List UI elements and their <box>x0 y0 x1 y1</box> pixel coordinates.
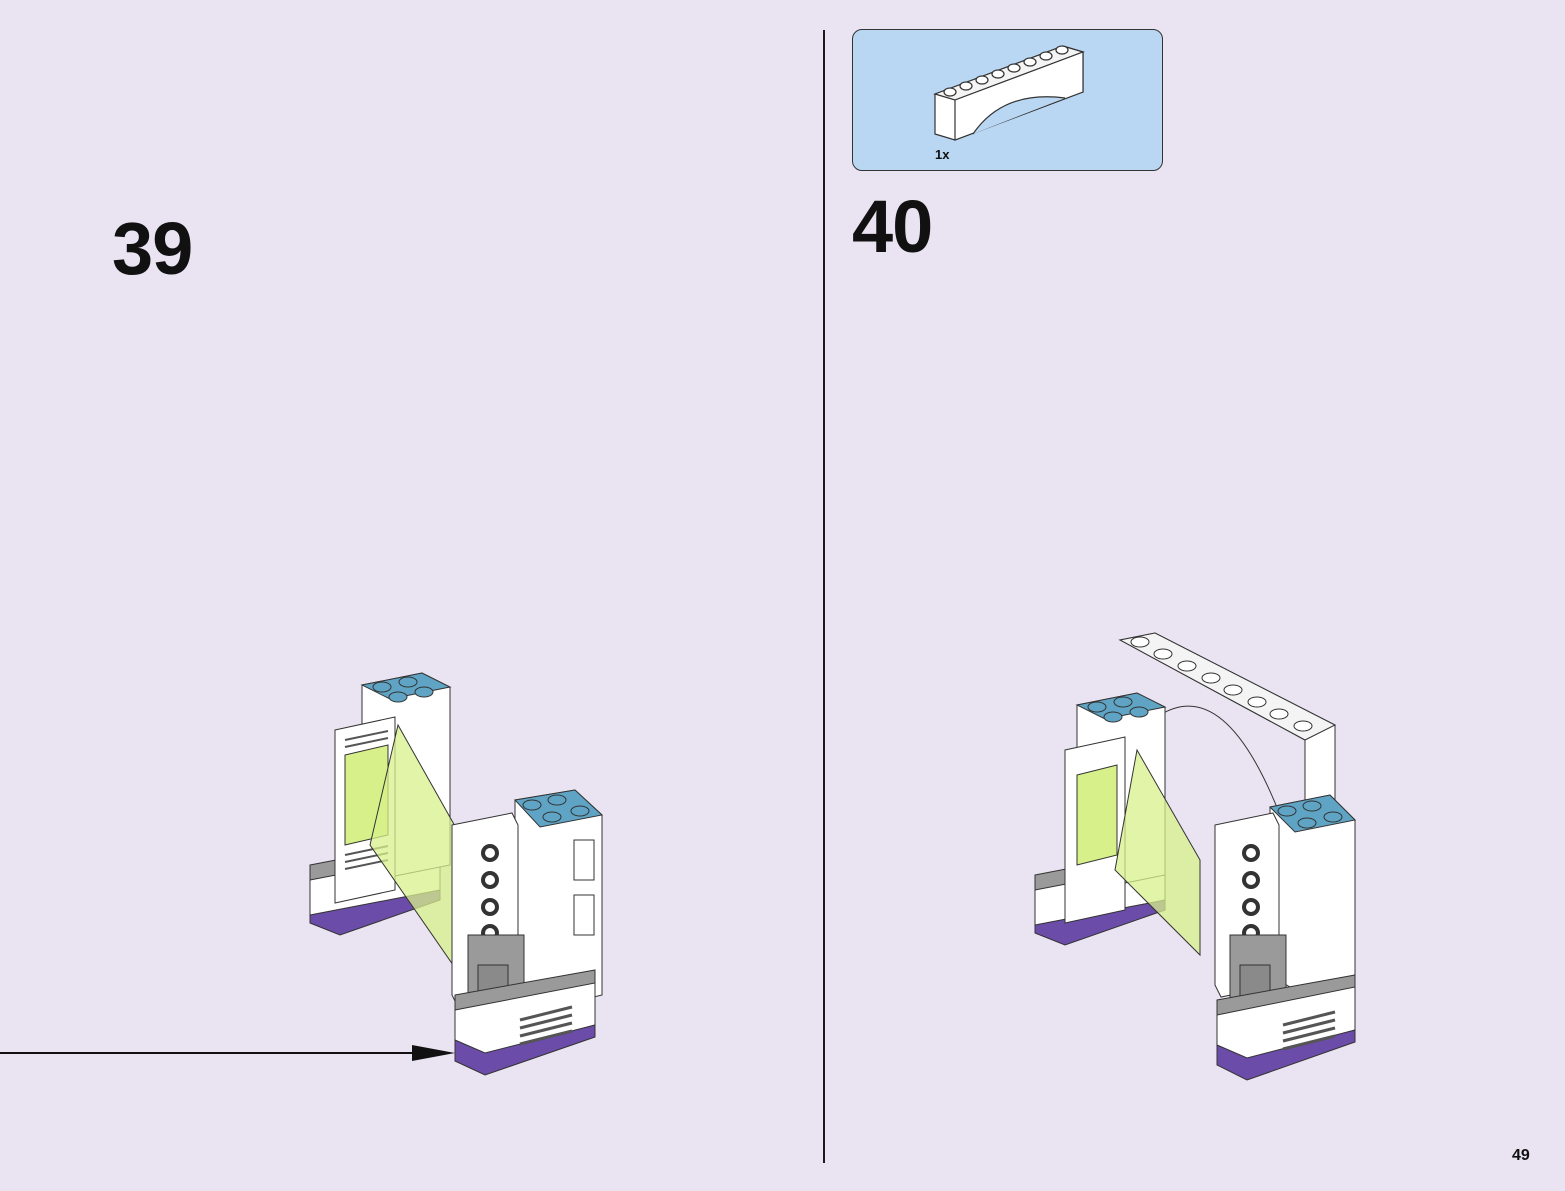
step-40-model <box>1034 632 1357 1081</box>
parts-callout: 1x <box>852 29 1163 171</box>
step-number-40: 40 <box>852 185 933 268</box>
arch-brick-icon <box>933 45 1085 141</box>
part-quantity: 1x <box>935 147 950 162</box>
step-39-model <box>309 672 604 1076</box>
page-number: 49 <box>1512 1147 1530 1164</box>
page-divider <box>823 30 825 1163</box>
callout-arrow <box>0 1045 455 1061</box>
step-number-39: 39 <box>112 207 193 290</box>
